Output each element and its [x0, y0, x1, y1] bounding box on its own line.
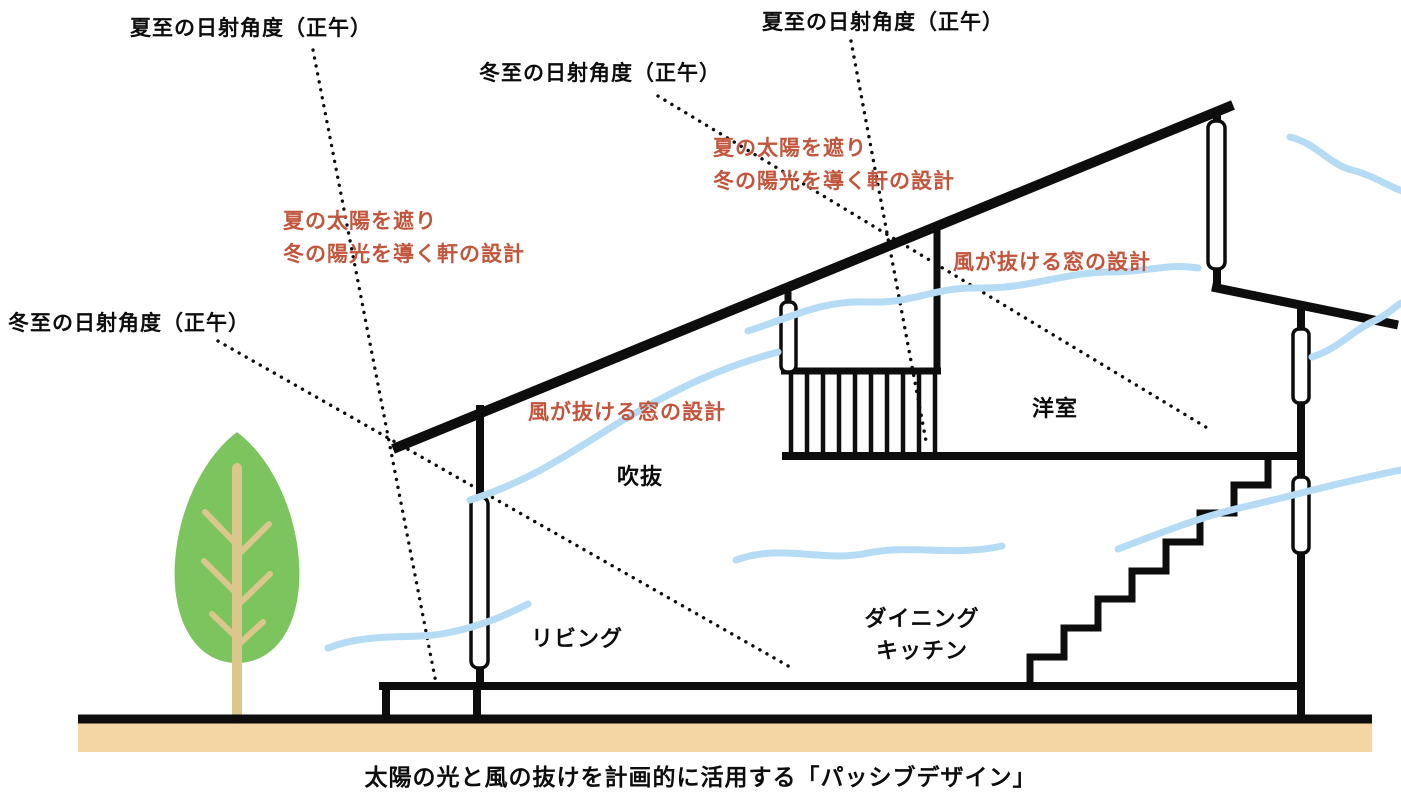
- tree-branch: [234, 619, 266, 649]
- tree-branch: [234, 521, 272, 559]
- wind-line-right-mid: [1308, 299, 1401, 361]
- tree-branch: [209, 611, 240, 641]
- loft-railing-bars: [788, 374, 938, 452]
- room-label-void: 吹抜: [617, 464, 664, 489]
- sun-angle-summer-left-line: [311, 48, 438, 685]
- wind-line-stairs: [1114, 466, 1401, 553]
- note-eaves-line1: 夏の太陽を遮り: [283, 210, 437, 233]
- label-winter-angle-top-mid: 冬至の日射角度（正午）: [479, 62, 721, 85]
- window-right-upper: [1291, 327, 1311, 405]
- wind-line-upper-cross: [744, 262, 1202, 335]
- wind-line-void-diagonal: [466, 348, 782, 504]
- window-clerestory: [1206, 119, 1227, 271]
- note-window-design-left: 風が抜ける窓の設計: [528, 401, 726, 424]
- note-eaves-line1: 夏の太陽を遮り: [713, 137, 867, 160]
- room-label-dining-line1: ダイニング: [864, 606, 980, 631]
- wind-line-living: [324, 600, 532, 652]
- window-left-wall: [469, 495, 490, 670]
- label-summer-angle-top-left: 夏至の日射角度（正午）: [130, 17, 372, 40]
- room-label-western: 洋室: [1032, 396, 1079, 421]
- note-window-design-right: 風が抜ける窓の設計: [953, 251, 1151, 274]
- room-label-dining-line2: キッチン: [875, 638, 968, 663]
- label-winter-angle-left: 冬至の日射角度（正午）: [8, 312, 250, 335]
- tree-branch: [201, 558, 240, 597]
- tree-branch: [234, 571, 273, 609]
- wind-line-dining: [732, 542, 1006, 564]
- note-eaves-line2: 冬の陽光を導く軒の設計: [283, 242, 525, 266]
- main-roof: [391, 100, 1235, 454]
- note-eaves-line2: 冬の陽光を導く軒の設計: [713, 169, 955, 193]
- stairs: [1026, 452, 1302, 686]
- ground-soil-strip: [78, 723, 1372, 752]
- diagram-caption: 太陽の光と風の抜けを計画的に活用する「パッシブデザイン」: [364, 764, 1037, 790]
- room-label-dining-kitchen: ダイニング キッチン: [852, 601, 992, 665]
- label-summer-angle-top-right: 夏至の日射角度（正午）: [762, 11, 1004, 34]
- wind-line-top-right: [1286, 133, 1401, 195]
- tree-branch: [202, 509, 240, 548]
- note-eaves-design-right: 夏の太陽を遮り 冬の陽光を導く軒の設計: [713, 133, 955, 198]
- note-eaves-design-left: 夏の太陽を遮り 冬の陽光を導く軒の設計: [283, 206, 525, 271]
- room-label-living: リビング: [531, 626, 624, 651]
